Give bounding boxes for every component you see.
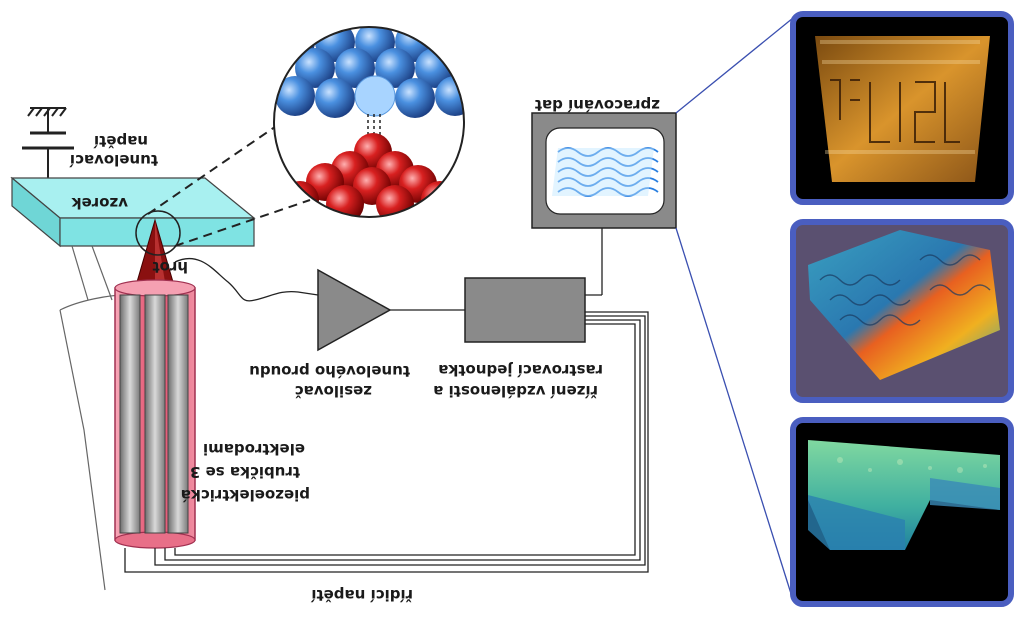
piezo-tube: [114, 279, 196, 549]
signal-wires: [124, 228, 649, 573]
tunneling-voltage-label-0: napětí: [93, 132, 148, 150]
sample-slab: [10, 176, 256, 248]
rough-surface-image: [790, 417, 1014, 607]
tunneling-voltage-label-1: tunelovací: [69, 151, 158, 169]
tip-label: hrot: [152, 258, 188, 276]
atom-zoom-circle: [273, 26, 465, 218]
scan-unit-label-0: řízení vzdálenosti a: [433, 382, 598, 400]
monitor: [531, 112, 677, 229]
scan-unit-label-1: rastrovací jednotka: [438, 361, 603, 379]
control-voltage-label: řídicí napětí: [310, 586, 413, 604]
atomic-letters-image: [790, 11, 1014, 205]
amplifier-triangle: [317, 268, 392, 352]
scan-control-unit: [464, 277, 586, 343]
monitor-wave-lines: [557, 147, 659, 197]
piezo-label-0: piezoelektrická: [181, 486, 310, 504]
electrode-mid: [144, 294, 166, 534]
amplifier-label-1: tunelového proudu: [249, 362, 410, 380]
amplifier-label-0: zesilovač: [295, 382, 372, 400]
panel-connector-lines: [675, 17, 794, 601]
data-processing-label: zpracování dat: [535, 96, 660, 114]
piezo-label-1: trubička se 3: [190, 463, 300, 481]
piezo-label-2: elektrodami: [203, 440, 305, 458]
ground-symbol: [22, 107, 74, 178]
tip-zoom-ring: [135, 210, 181, 256]
electrode-left: [119, 294, 141, 534]
stepped-surface-image: [790, 219, 1014, 403]
electrode-right: [167, 294, 189, 534]
sample-label: vzorek: [71, 194, 128, 212]
zoom-projection: [147, 119, 311, 247]
